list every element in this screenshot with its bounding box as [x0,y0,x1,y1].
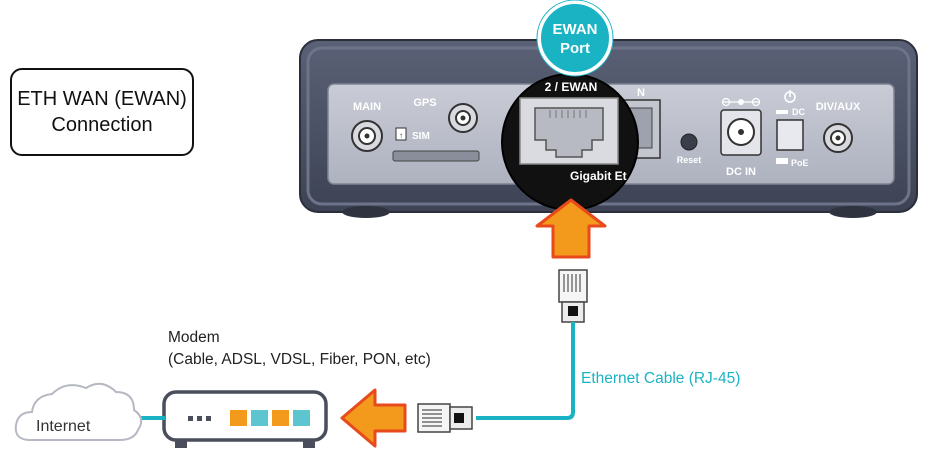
cable-label: Ethernet Cable (RJ-45) [581,370,741,387]
sim-slot [392,150,480,162]
dc-in-label: DC IN [726,166,756,178]
title-line-1: ETH WAN (EWAN) [17,88,187,110]
modem-label-block: Modem (Cable, ADSL, VDSL, Fiber, PON, et… [168,327,431,371]
power-switch [776,90,804,164]
reset-button [680,133,698,151]
gigabit-label: Gigabit Et [570,169,627,183]
div-aux-label: DIV/AUX [816,101,861,113]
up-arrow-icon [535,198,607,259]
internet-label: Internet [36,418,91,435]
poe-label: PoE [791,158,809,168]
rj45-plug-vertical-icon [558,269,588,323]
callout-line-2: Port [560,40,590,57]
main-antenna-connector [351,120,383,152]
port-partial-label: N [637,87,645,99]
sim-label: SIM [412,131,430,142]
dc-in-jack [720,97,762,156]
svg-text:↑: ↑ [399,131,403,140]
reset-label: Reset [677,155,702,165]
left-arrow-icon [340,388,407,448]
sim-icon: ↑ [395,127,407,141]
gps-antenna-connector [448,103,478,133]
modem-device [162,390,328,448]
div-aux-antenna-connector [823,123,853,153]
ewan-port-callout [536,0,614,77]
callout-line-1: EWAN [553,21,598,38]
modem-label: Modem [168,329,220,346]
rj45-plug-horizontal-icon [417,403,473,433]
main-label: MAIN [353,101,381,113]
ethernet-cable [476,322,575,420]
ewan-port-magnifier [501,73,639,211]
internet-cloud-icon [14,382,143,441]
title-box: ETH WAN (EWAN) Connection [10,68,194,156]
modem-types: (Cable, ADSL, VDSL, Fiber, PON, etc) [168,351,431,368]
ewan-port-label: 2 / EWAN [545,80,598,94]
title-line-2: Connection [51,114,153,136]
gps-label: GPS [413,97,436,109]
dc-label: DC [792,107,805,117]
